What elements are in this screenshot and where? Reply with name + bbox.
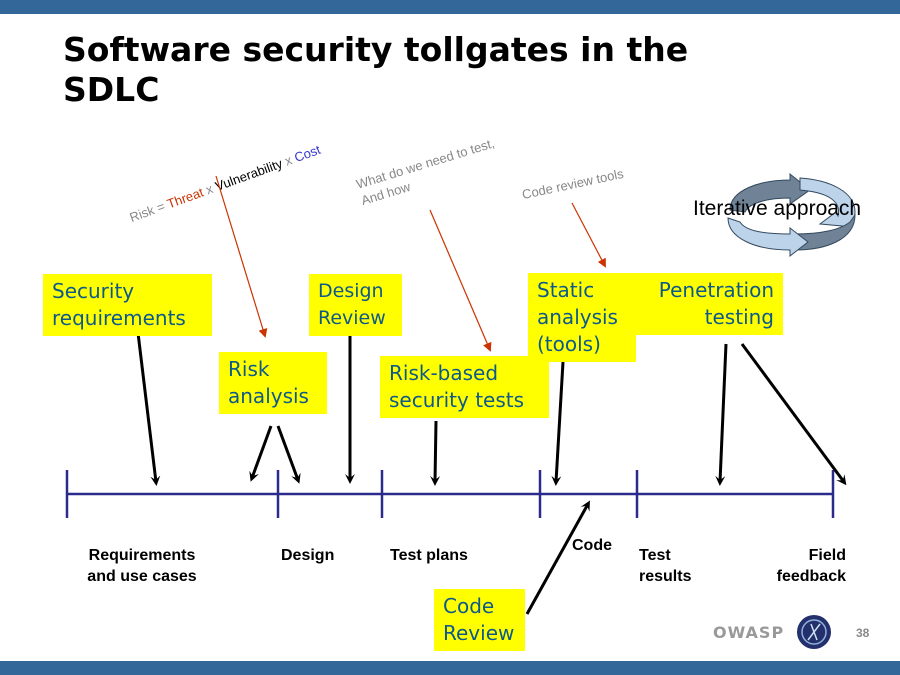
stage-field-feedback: Field feedback: [776, 547, 846, 585]
risk-analysis-box: Risk analysis: [219, 352, 327, 414]
stage-test-results: Test results: [639, 547, 692, 585]
penetration-testing-box: Penetration testing: [633, 273, 783, 335]
static-analysis-box: Static analysis (tools): [528, 273, 636, 362]
tollgate-arrows: [133, 307, 847, 615]
top-banner: [0, 0, 900, 14]
code-review-box: Code Review: [434, 589, 525, 651]
risk-based-security-tests-box: Risk-based security tests: [380, 356, 549, 418]
stage-code: Code: [572, 537, 612, 554]
owasp-brand: OWASP: [713, 623, 785, 642]
stage-design: Design: [281, 547, 335, 564]
sdlc-timeline: [65, 470, 835, 518]
design-review-box: Design Review: [309, 274, 402, 336]
page-number: 38: [856, 626, 870, 640]
security-requirements-box: Security requirements: [43, 274, 212, 336]
annotation-arrows: [215, 175, 606, 352]
iterative-cycle-icon: [727, 172, 856, 258]
stage-requirements: Requirements and use cases: [87, 547, 197, 585]
stage-test-plans: Test plans: [390, 547, 468, 564]
owasp-logo-icon: [797, 615, 831, 649]
bottom-banner: [0, 661, 900, 675]
iterative-approach-label: Iterative approach: [693, 197, 862, 220]
slide-title: Software security tollgates in the SDLC: [63, 30, 689, 109]
